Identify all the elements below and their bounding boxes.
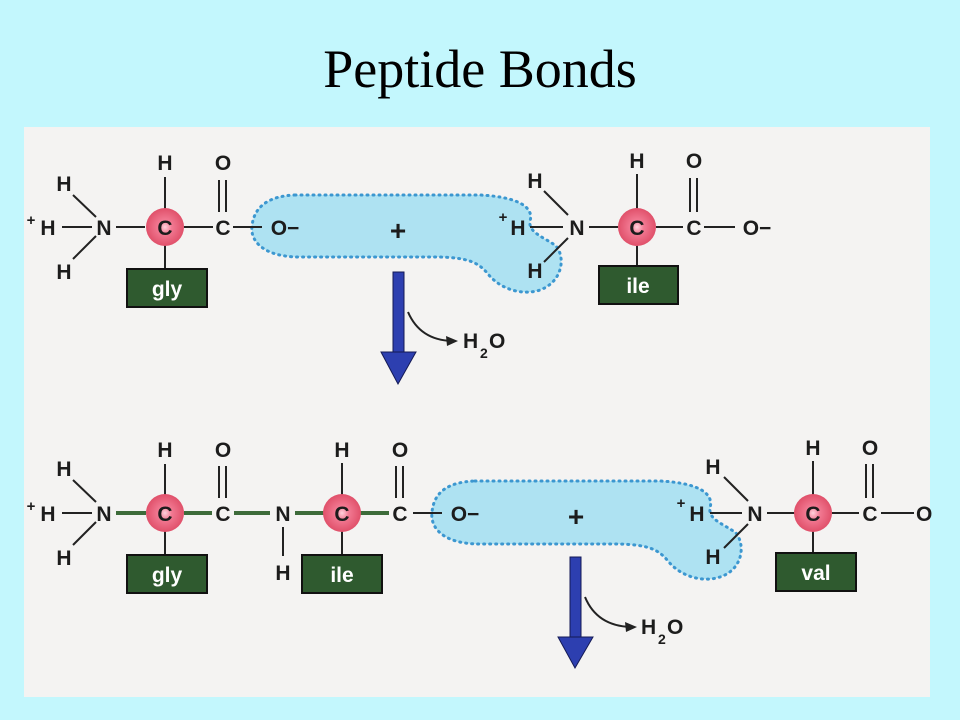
atom-c: C	[157, 217, 172, 240]
atom-n: N	[747, 503, 762, 526]
atom-o: O	[215, 152, 231, 175]
atom-o: O	[215, 439, 231, 462]
water-o: O	[489, 330, 505, 353]
atom-h: H	[629, 150, 644, 173]
atom-c: C	[629, 217, 644, 240]
plus-sign: +	[390, 215, 406, 246]
side-chain-label-gly-2: gly	[152, 564, 183, 587]
charge-plus: +	[27, 212, 36, 229]
atom-h: H	[56, 261, 71, 284]
atom-h: H	[689, 503, 704, 526]
atom-c: C	[215, 217, 230, 240]
atom-o-minus: O−	[743, 217, 772, 240]
atom-n: N	[275, 503, 290, 526]
atom-h: H	[275, 562, 290, 585]
side-chain-box-ile	[598, 265, 679, 305]
side-chain-box-val	[775, 552, 857, 592]
water-subscript: 2	[480, 345, 488, 361]
plus-sign: +	[568, 501, 584, 532]
atom-o-minus: O−	[451, 503, 480, 526]
water-removal-zone-top	[250, 193, 563, 294]
dipeptide-atoms: H O H O H + H N C C N C C O− H H	[27, 439, 480, 585]
atom-c: C	[157, 503, 172, 526]
side-chain-box-ile-2	[301, 554, 383, 594]
water-release-arrow-top	[407, 311, 453, 342]
atom-h: H	[40, 217, 55, 240]
atom-n: N	[96, 217, 111, 240]
atom-h: H	[56, 547, 71, 570]
glycine-atoms: H O H + H N C C O− H	[27, 152, 300, 284]
side-chain-box-gly-2	[126, 554, 208, 594]
valine-atoms: H O H + H N C C O H	[677, 437, 933, 569]
atom-h: H	[40, 503, 55, 526]
atom-o-minus: O−	[271, 217, 300, 240]
alpha-carbon-val	[794, 494, 832, 532]
charge-plus: +	[27, 498, 36, 515]
atom-h: H	[157, 152, 172, 175]
reaction-arrow-bottom	[557, 556, 594, 670]
atom-o: O	[916, 503, 932, 526]
water-release-arrow-bottom	[584, 596, 632, 628]
isoleucine-bonds	[530, 174, 735, 268]
atom-n: N	[569, 217, 584, 240]
alpha-carbon-ile-2	[323, 494, 361, 532]
atom-h: H	[510, 217, 525, 240]
atom-h: H	[805, 437, 820, 460]
atom-h: H	[334, 439, 349, 462]
dipeptide-bonds	[62, 463, 442, 557]
atom-h: H	[705, 456, 720, 479]
side-chain-label-ile: ile	[626, 275, 649, 298]
water-release-arrowhead	[446, 336, 458, 346]
alpha-carbon-gly	[146, 208, 184, 246]
atom-c: C	[215, 503, 230, 526]
water-h: H	[463, 330, 478, 353]
side-chain-label-val: val	[801, 562, 830, 585]
alpha-carbon-ile	[618, 208, 656, 246]
glycine-bonds	[62, 177, 262, 271]
atom-h: H	[705, 546, 720, 569]
atom-o: O	[392, 439, 408, 462]
atom-c: C	[392, 503, 407, 526]
atom-h: H	[56, 458, 71, 481]
valine-bonds	[710, 461, 914, 555]
side-chain-label-ile-2: ile	[330, 564, 353, 587]
water-h: H	[641, 616, 656, 639]
atom-h: H	[527, 260, 542, 283]
atom-h: H	[56, 173, 71, 196]
charge-plus: +	[499, 209, 508, 226]
water-removal-zone-bottom	[430, 479, 743, 581]
atom-c: C	[334, 503, 349, 526]
atom-h: H	[527, 170, 542, 193]
atom-h: H	[157, 439, 172, 462]
atom-o: O	[862, 437, 878, 460]
water-release-arrowhead	[625, 622, 637, 632]
atom-c: C	[686, 217, 701, 240]
water-subscript: 2	[658, 631, 666, 647]
atom-c: C	[862, 503, 877, 526]
side-chain-box-gly	[126, 268, 208, 308]
charge-plus: +	[677, 495, 686, 512]
atom-n: N	[96, 503, 111, 526]
water-o: O	[667, 616, 683, 639]
atom-o: O	[686, 150, 702, 173]
atom-c: C	[805, 503, 820, 526]
slide-title: Peptide Bonds	[323, 39, 637, 99]
alpha-carbon-gly-2	[146, 494, 184, 532]
reaction-arrow-top	[380, 271, 417, 386]
isoleucine-atoms: H O H + H N C C O− H	[499, 150, 772, 283]
side-chain-label-gly: gly	[152, 278, 183, 301]
